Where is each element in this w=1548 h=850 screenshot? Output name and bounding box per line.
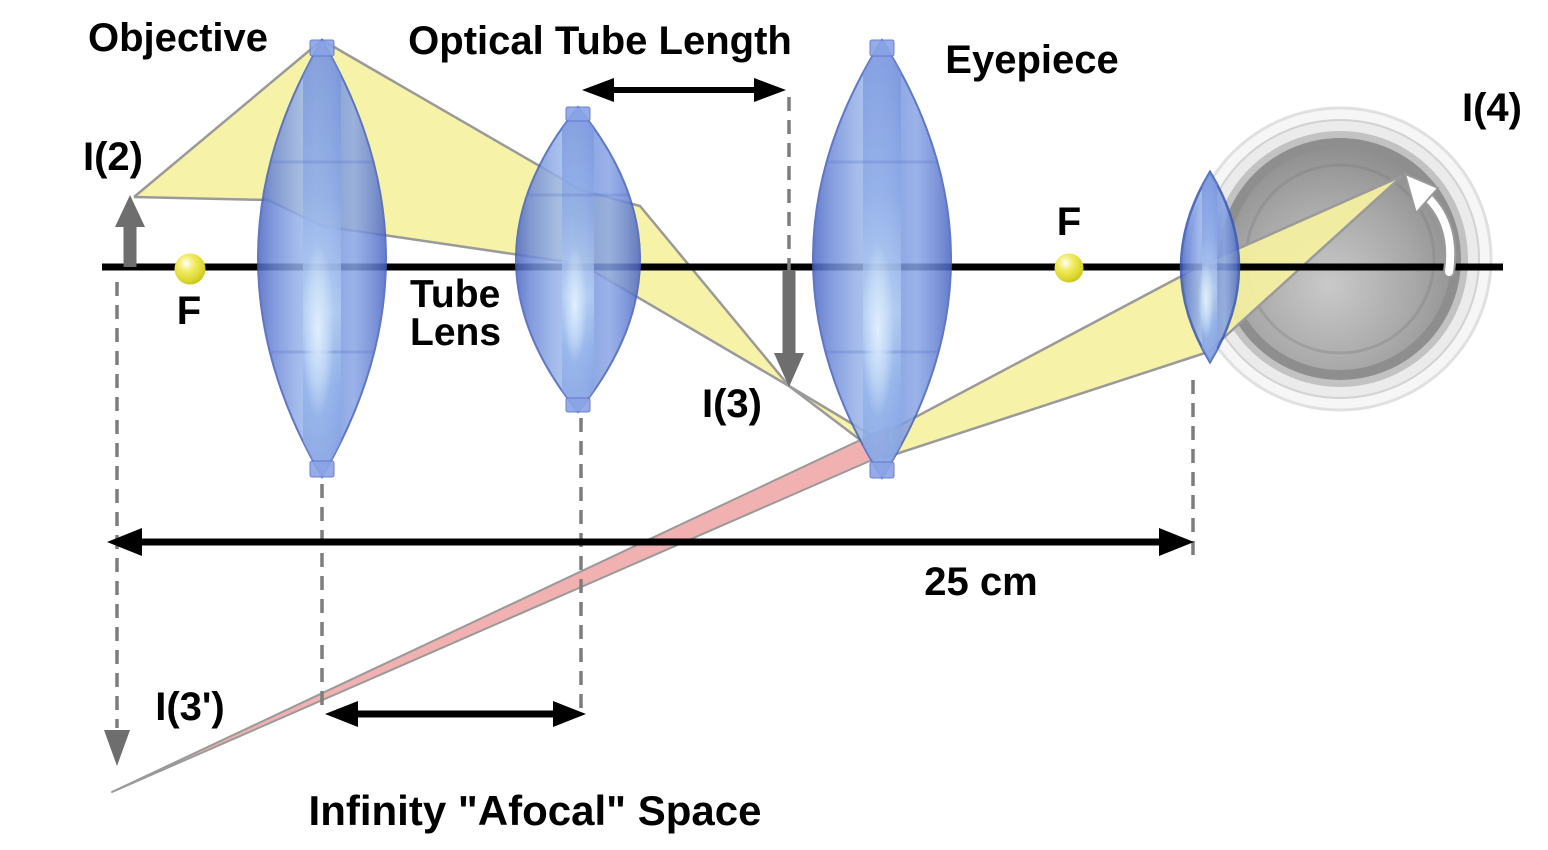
lens-bottom-cap — [309, 460, 335, 478]
distance-25cm-label: 25 cm — [924, 560, 1038, 604]
dimension-arrow-optical-tube-length — [582, 78, 786, 102]
image-arrow-i3 — [774, 270, 804, 387]
focal-point-label-right: F — [1056, 200, 1082, 244]
lens-bottom-cap — [565, 397, 591, 413]
focal-point-label-left: F — [176, 289, 202, 333]
pink-virtual-image-beam — [111, 426, 889, 793]
objective-label: Objective — [87, 16, 269, 60]
lens-top-cap — [869, 39, 895, 57]
lens-bottom-cap — [869, 461, 895, 479]
eyeball-interior — [1229, 148, 1451, 370]
image-arrow-i2 — [115, 195, 145, 267]
focal-point-dot-right — [1054, 253, 1084, 283]
beam-i3-to-retina — [789, 176, 1402, 458]
dimension-arrow-afocal-space — [325, 701, 586, 727]
objective-lens — [257, 38, 387, 479]
image-label-i2: I(2) — [83, 135, 143, 179]
beam-edge — [788, 174, 1403, 440]
eyepiece-lens — [812, 38, 952, 480]
optical-tube-length-label: Optical Tube Length — [408, 19, 792, 63]
image-label-i3: I(3) — [702, 382, 762, 426]
image-label-i4: I(4) — [1462, 86, 1522, 130]
image-arrowhead-i3-prime — [104, 730, 130, 766]
tube-lens — [515, 105, 641, 414]
lens-top-cap — [309, 39, 335, 57]
lens-top-cap — [565, 106, 591, 122]
afocal-space-label: Infinity "Afocal" Space — [308, 787, 762, 834]
dimension-arrow-25cm — [107, 528, 1194, 556]
tube-lens-label: Tube Lens — [410, 273, 502, 354]
focal-point-dot-left — [174, 253, 206, 285]
retina-rotation-arrow — [1403, 172, 1457, 278]
eye-lens — [1179, 169, 1241, 365]
image-label-i3-prime: I(3') — [155, 685, 225, 729]
eyepiece-label: Eyepiece — [945, 38, 1119, 82]
